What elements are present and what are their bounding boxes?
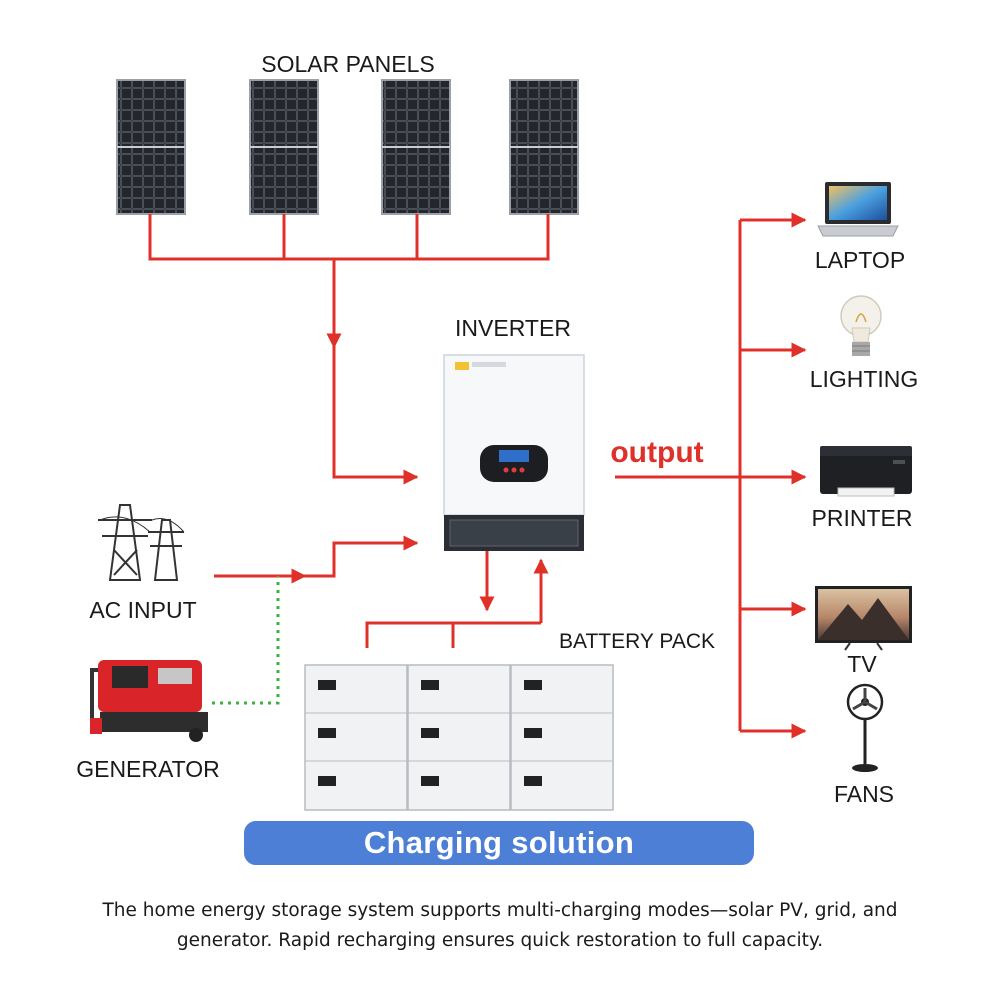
description-line-2: generator. Rapid recharging ensures quic…	[176, 930, 824, 951]
fan-icon	[846, 683, 884, 772]
solar-panel-icon	[509, 79, 579, 215]
generator-link	[212, 576, 280, 705]
charging-solution-banner: Charging solution	[244, 821, 754, 865]
battery-pack	[304, 664, 614, 811]
fans-label: FANS	[834, 781, 894, 807]
solar-panel-icon	[249, 79, 319, 215]
printer-label: PRINTER	[812, 505, 913, 531]
printer-icon	[820, 446, 912, 497]
inverter-label: INVERTER	[455, 315, 571, 341]
battery-module-icon	[304, 664, 408, 811]
transmission-tower-icon	[98, 504, 185, 581]
laptop-label: LAPTOP	[815, 247, 905, 273]
output-label: output	[610, 436, 703, 469]
solar-panels-label: SOLAR PANELS	[261, 51, 434, 77]
lighting-label: LIGHTING	[810, 366, 919, 392]
solar-panel-icon	[381, 79, 451, 215]
description-line-1: The home energy storage system supports …	[102, 900, 898, 921]
inverter-icon	[443, 354, 585, 551]
ac-input-label: AC INPUT	[89, 597, 196, 623]
laptop-icon	[817, 182, 899, 237]
generator-label: GENERATOR	[76, 756, 220, 782]
battery-module-icon	[510, 664, 614, 811]
solar-panel-icon	[116, 79, 186, 215]
solar-panels	[116, 79, 579, 215]
battery-module-icon	[407, 664, 511, 811]
battery-pack-label: BATTERY PACK	[559, 630, 715, 653]
tv-icon	[815, 586, 912, 651]
generator-icon	[90, 660, 208, 742]
wiring	[148, 212, 807, 739]
tv-label: TV	[847, 651, 877, 677]
light-bulb-icon	[840, 295, 882, 356]
description: The home energy storage system supports …	[60, 896, 940, 956]
